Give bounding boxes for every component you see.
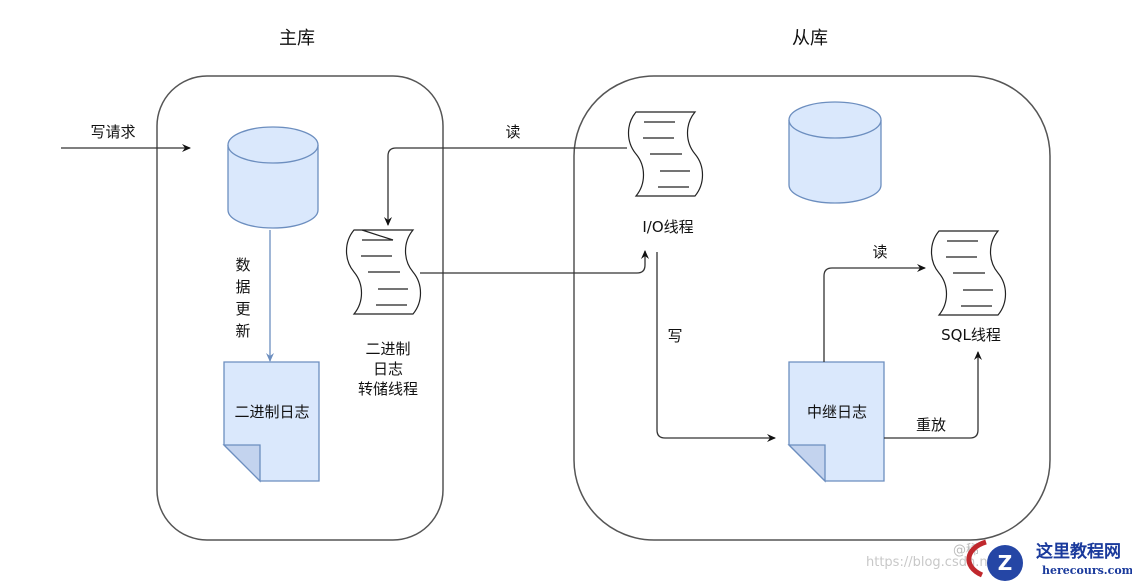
data-update-label-1: 数 bbox=[235, 256, 250, 274]
sql-thread-label: SQL线程 bbox=[941, 326, 1001, 344]
data-update-label-4: 新 bbox=[235, 322, 250, 340]
io-thread-scroll-icon bbox=[627, 111, 704, 197]
watermark-site-en: herecours.com bbox=[1042, 564, 1132, 577]
watermark-url: https://blog.csdn.ne bbox=[866, 555, 996, 570]
write-request-label: 写请求 bbox=[90, 123, 135, 141]
binlog-send-arrow bbox=[420, 250, 649, 274]
relay-log-label: 中继日志 bbox=[807, 403, 867, 421]
relay-log-document-icon bbox=[787, 361, 885, 483]
slave-database-icon bbox=[788, 101, 882, 204]
slave-title: 从库 bbox=[792, 28, 828, 49]
cross-read-label: 读 bbox=[505, 123, 520, 141]
slave-read-label: 读 bbox=[872, 243, 887, 261]
dump-thread-label-3: 转储线程 bbox=[358, 380, 418, 398]
dump-thread-label-1: 二进制 bbox=[365, 340, 410, 358]
master-title: 主库 bbox=[279, 28, 315, 49]
svg-text:Z: Z bbox=[998, 551, 1013, 575]
master-database-icon bbox=[227, 126, 319, 229]
master-container bbox=[156, 75, 444, 541]
data-update-label-3: 更 bbox=[235, 300, 250, 318]
data-update-label-2: 据 bbox=[235, 278, 250, 296]
binlog-document-icon bbox=[222, 361, 320, 483]
watermark-site-cn: 这里教程网 bbox=[1036, 541, 1121, 562]
site-logo-icon: Z bbox=[966, 539, 1023, 581]
io-thread-label: I/O线程 bbox=[642, 218, 693, 236]
replay-arrow bbox=[884, 351, 982, 439]
dump-thread-label-2: 日志 bbox=[373, 360, 403, 378]
sql-thread-scroll-icon bbox=[930, 230, 1007, 316]
write-label: 写 bbox=[667, 327, 682, 345]
dump-thread-scroll-icon bbox=[345, 229, 422, 315]
slave-container bbox=[573, 75, 1051, 541]
write-relay-arrow bbox=[656, 252, 776, 442]
sql-read-arrow bbox=[823, 264, 926, 362]
read-request-arrow bbox=[384, 147, 627, 226]
replay-label: 重放 bbox=[916, 416, 946, 434]
binlog-document-label: 二进制日志 bbox=[234, 403, 309, 421]
